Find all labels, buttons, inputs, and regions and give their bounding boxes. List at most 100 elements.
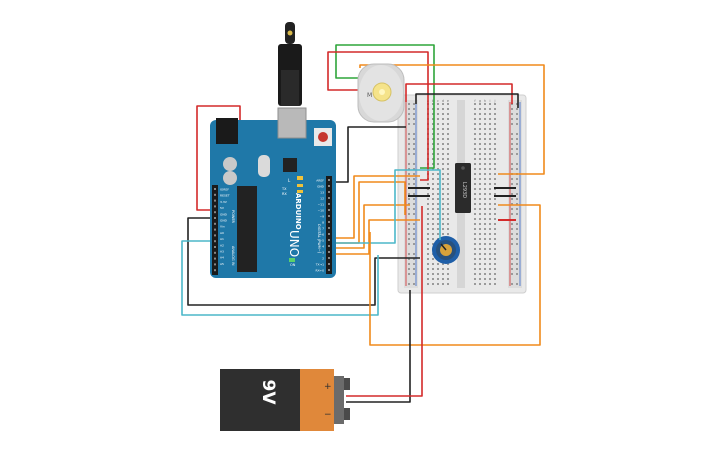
- header-pin[interactable]: [214, 257, 216, 260]
- breadboard-hole[interactable]: [516, 228, 518, 230]
- breadboard-hole[interactable]: [413, 143, 415, 145]
- breadboard-hole[interactable]: [489, 173, 491, 175]
- header-pin[interactable]: [214, 222, 216, 225]
- breadboard-hole[interactable]: [447, 278, 449, 280]
- breadboard-hole[interactable]: [511, 108, 513, 110]
- breadboard-hole[interactable]: [516, 208, 518, 210]
- breadboard-hole[interactable]: [408, 223, 410, 225]
- breadboard-hole[interactable]: [494, 128, 496, 130]
- breadboard-hole[interactable]: [494, 148, 496, 150]
- breadboard-hole[interactable]: [479, 148, 481, 150]
- breadboard-hole[interactable]: [489, 193, 491, 195]
- breadboard-hole[interactable]: [474, 278, 476, 280]
- breadboard-hole[interactable]: [447, 203, 449, 205]
- breadboard-hole[interactable]: [479, 223, 481, 225]
- breadboard-hole[interactable]: [432, 178, 434, 180]
- breadboard-hole[interactable]: [484, 123, 486, 125]
- breadboard-hole[interactable]: [413, 163, 415, 165]
- breadboard-hole[interactable]: [511, 148, 513, 150]
- breadboard-hole[interactable]: [413, 228, 415, 230]
- breadboard-hole[interactable]: [427, 223, 429, 225]
- breadboard-hole[interactable]: [413, 118, 415, 120]
- breadboard-hole[interactable]: [413, 243, 415, 245]
- breadboard-hole[interactable]: [437, 193, 439, 195]
- breadboard-hole[interactable]: [479, 203, 481, 205]
- breadboard-hole[interactable]: [474, 228, 476, 230]
- breadboard-hole[interactable]: [413, 153, 415, 155]
- breadboard-hole[interactable]: [474, 283, 476, 285]
- breadboard-hole[interactable]: [479, 173, 481, 175]
- breadboard-hole[interactable]: [432, 203, 434, 205]
- breadboard-hole[interactable]: [484, 263, 486, 265]
- breadboard-hole[interactable]: [511, 223, 513, 225]
- breadboard-hole[interactable]: [484, 268, 486, 270]
- breadboard-hole[interactable]: [427, 278, 429, 280]
- breadboard-hole[interactable]: [474, 253, 476, 255]
- breadboard-hole[interactable]: [432, 183, 434, 185]
- breadboard-hole[interactable]: [484, 178, 486, 180]
- breadboard-hole[interactable]: [437, 133, 439, 135]
- breadboard-hole[interactable]: [447, 118, 449, 120]
- breadboard-hole[interactable]: [408, 233, 410, 235]
- breadboard-hole[interactable]: [413, 268, 415, 270]
- breadboard-hole[interactable]: [516, 108, 518, 110]
- breadboard-hole[interactable]: [516, 168, 518, 170]
- breadboard-hole[interactable]: [516, 273, 518, 275]
- breadboard-hole[interactable]: [479, 208, 481, 210]
- breadboard-hole[interactable]: [474, 123, 476, 125]
- breadboard-hole[interactable]: [447, 283, 449, 285]
- breadboard-hole[interactable]: [408, 148, 410, 150]
- breadboard-hole[interactable]: [516, 118, 518, 120]
- breadboard-hole[interactable]: [432, 258, 434, 260]
- breadboard-hole[interactable]: [494, 178, 496, 180]
- breadboard-hole[interactable]: [437, 108, 439, 110]
- breadboard-hole[interactable]: [489, 133, 491, 135]
- breadboard-hole[interactable]: [489, 148, 491, 150]
- breadboard-hole[interactable]: [432, 238, 434, 240]
- breadboard-hole[interactable]: [516, 103, 518, 105]
- breadboard-hole[interactable]: [442, 218, 444, 220]
- breadboard-hole[interactable]: [484, 243, 486, 245]
- breadboard-hole[interactable]: [516, 163, 518, 165]
- breadboard-hole[interactable]: [516, 268, 518, 270]
- breadboard-hole[interactable]: [494, 213, 496, 215]
- breadboard-hole[interactable]: [447, 108, 449, 110]
- breadboard-hole[interactable]: [442, 283, 444, 285]
- breadboard-hole[interactable]: [494, 138, 496, 140]
- breadboard-hole[interactable]: [442, 173, 444, 175]
- breadboard-hole[interactable]: [494, 143, 496, 145]
- breadboard-hole[interactable]: [494, 193, 496, 195]
- breadboard-hole[interactable]: [474, 168, 476, 170]
- breadboard-hole[interactable]: [474, 218, 476, 220]
- breadboard-hole[interactable]: [413, 198, 415, 200]
- breadboard-hole[interactable]: [437, 283, 439, 285]
- breadboard-hole[interactable]: [474, 263, 476, 265]
- breadboard-hole[interactable]: [432, 213, 434, 215]
- breadboard-hole[interactable]: [489, 198, 491, 200]
- breadboard-hole[interactable]: [489, 248, 491, 250]
- dc-motor[interactable]: M: [357, 63, 405, 123]
- breadboard-hole[interactable]: [479, 278, 481, 280]
- breadboard-hole[interactable]: [484, 278, 486, 280]
- breadboard-hole[interactable]: [442, 203, 444, 205]
- breadboard-hole[interactable]: [494, 103, 496, 105]
- breadboard-hole[interactable]: [413, 148, 415, 150]
- breadboard-hole[interactable]: [413, 108, 415, 110]
- breadboard-hole[interactable]: [489, 268, 491, 270]
- breadboard-hole[interactable]: [511, 118, 513, 120]
- breadboard-hole[interactable]: [484, 193, 486, 195]
- breadboard-hole[interactable]: [408, 153, 410, 155]
- breadboard-hole[interactable]: [408, 118, 410, 120]
- breadboard-hole[interactable]: [489, 203, 491, 205]
- breadboard-hole[interactable]: [437, 208, 439, 210]
- breadboard-hole[interactable]: [494, 173, 496, 175]
- breadboard-hole[interactable]: [408, 103, 410, 105]
- header-pin[interactable]: [328, 233, 330, 235]
- breadboard-hole[interactable]: [437, 103, 439, 105]
- breadboard-hole[interactable]: [427, 258, 429, 260]
- breadboard-hole[interactable]: [479, 213, 481, 215]
- breadboard-hole[interactable]: [489, 218, 491, 220]
- breadboard-hole[interactable]: [489, 213, 491, 215]
- breadboard-hole[interactable]: [516, 123, 518, 125]
- breadboard-hole[interactable]: [479, 183, 481, 185]
